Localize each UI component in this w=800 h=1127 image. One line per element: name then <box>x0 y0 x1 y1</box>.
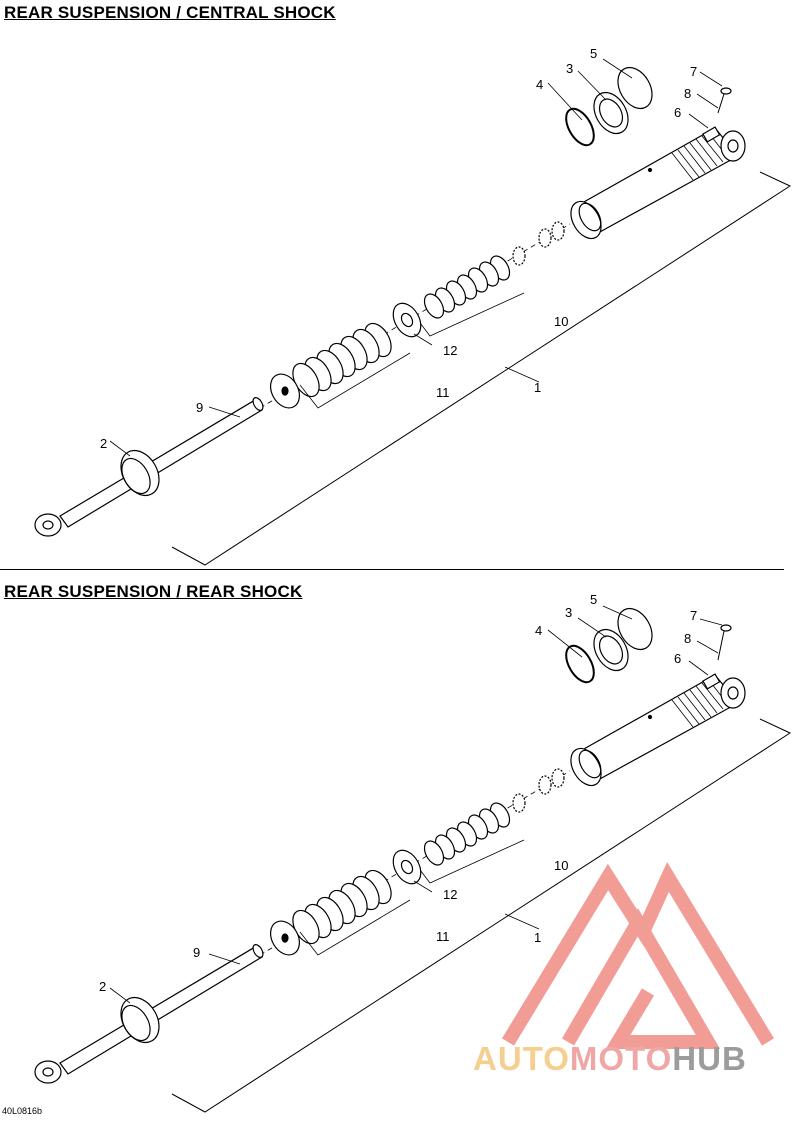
callout-1: 1 <box>534 930 541 945</box>
callout-12: 12 <box>443 343 457 358</box>
automotohub-watermark-text: AUTOMOTOHUB <box>473 1040 747 1078</box>
callout-12: 12 <box>443 887 457 902</box>
callout-2: 2 <box>100 436 107 451</box>
callout-5: 5 <box>590 592 597 607</box>
callout-3: 3 <box>566 61 573 76</box>
watermark-hub: HUB <box>672 1040 747 1077</box>
valve-stack-10 <box>423 802 511 866</box>
callout-1: 1 <box>534 380 541 395</box>
callout-4: 4 <box>535 623 542 638</box>
exploded-view-drawing <box>34 605 792 1113</box>
callout-7: 7 <box>690 64 697 79</box>
callout-labels: 1 2 3 4 5 6 7 8 9 10 11 12 <box>100 46 697 451</box>
figure-code: 40L0816b <box>2 1106 43 1116</box>
rear-shock-exploded-diagram: 1 2 3 4 5 6 7 8 9 10 11 12 <box>34 592 792 1113</box>
valve-stack-11 <box>292 322 392 398</box>
valve-stack-11 <box>292 869 392 945</box>
rear-shock-title: REAR SUSPENSION / REAR SHOCK <box>4 582 303 601</box>
exploded-view-drawing <box>34 58 792 566</box>
callout-2: 2 <box>99 979 106 994</box>
central-shock-title: REAR SUSPENSION / CENTRAL SHOCK <box>4 3 336 22</box>
callout-11: 11 <box>436 385 450 400</box>
automotohub-logo <box>502 862 774 1049</box>
section-divider <box>0 569 784 570</box>
callout-9: 9 <box>196 400 203 415</box>
callout-8: 8 <box>684 631 691 646</box>
callout-4: 4 <box>536 77 543 92</box>
callout-5: 5 <box>590 46 597 61</box>
watermark-auto: AUTO <box>473 1040 570 1077</box>
central-shock-exploded-diagram: 1 2 3 4 5 6 7 8 9 10 11 12 <box>34 46 792 566</box>
valve-stack-10 <box>423 255 511 319</box>
callout-3: 3 <box>565 605 572 620</box>
callout-7: 7 <box>690 608 697 623</box>
callout-8: 8 <box>684 86 691 101</box>
callout-9: 9 <box>193 945 200 960</box>
callout-11: 11 <box>436 929 450 944</box>
callout-10: 10 <box>554 858 568 873</box>
callout-10: 10 <box>554 314 568 329</box>
watermark-moto: MOTO <box>569 1040 673 1077</box>
callout-6: 6 <box>674 651 681 666</box>
callout-labels: 1 2 3 4 5 6 7 8 9 10 11 12 <box>99 592 697 994</box>
callout-6: 6 <box>674 105 681 120</box>
